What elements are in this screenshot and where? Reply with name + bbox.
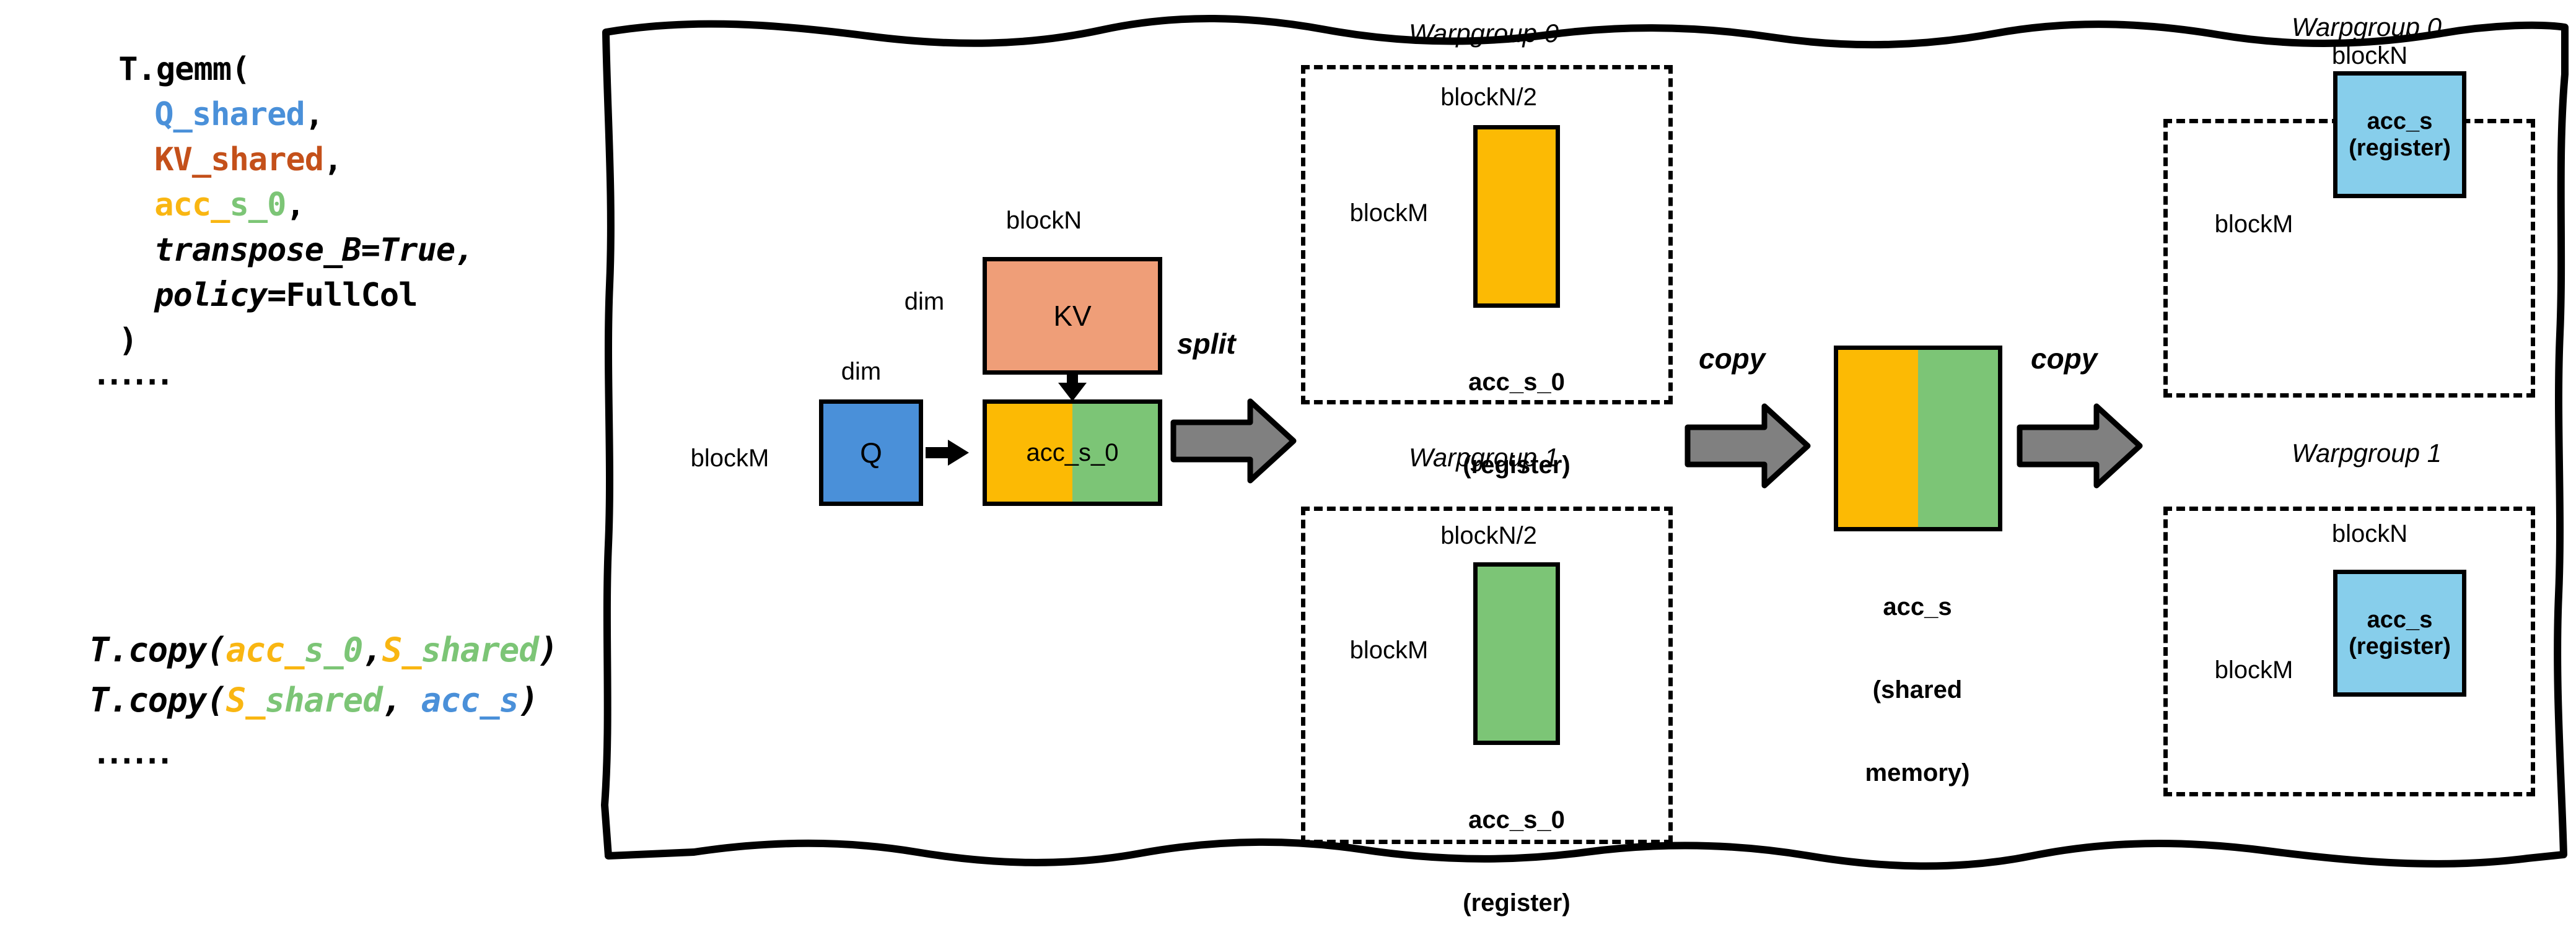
shared-memory-left-half [1838, 350, 1918, 527]
copy1-arg2-shared: shared [421, 630, 539, 669]
shared-memory-block [1834, 346, 2002, 531]
code-panel: T.gemm( Q_shared, KV_shared, acc_s_0, tr… [0, 0, 613, 884]
title-warpgroup-1-right: Warpgroup 1 [2291, 438, 2442, 468]
wg0-right-acc-s-l2: (register) [2349, 134, 2451, 161]
label-blockn-kv: blockN [1005, 207, 1082, 234]
shared-memory-right-half [1918, 350, 1998, 527]
wg0-right-acc-s-l1: acc_s [2367, 108, 2433, 134]
arrow-split [1170, 398, 1297, 484]
warpgroup-1-right-box [2163, 507, 2535, 796]
code-line-gemm-open: T.gemm( [43, 14, 250, 125]
copy2-close: ) [519, 681, 539, 720]
ellipsis-top: ...... [96, 358, 172, 391]
copy1-arg1-s0: s_0 [304, 630, 364, 669]
code-line-kv-shared: KV_shared, [79, 104, 343, 216]
label-blockm-q: blockM [690, 445, 769, 472]
acc-s-0-right-half [1072, 404, 1158, 502]
copy1-arg2-S: S_ [382, 630, 422, 669]
wg1-right-acc-s-block: acc_s (register) [2333, 570, 2466, 697]
kwarg-policy-name: policy [154, 277, 268, 314]
caption-shared-memory: acc_s (shared memory) [1815, 538, 2020, 815]
kv-block: KV [983, 257, 1162, 375]
code-line-q-shared: Q_shared, [79, 59, 324, 170]
q-block: Q [819, 399, 923, 506]
comma-1: , [304, 96, 324, 133]
copy1-comma: , [362, 630, 383, 669]
copy1-arg1-acc: acc [226, 630, 286, 669]
op-label-copy-1: copy [1699, 342, 1766, 375]
acc-s-0-left-half [987, 404, 1072, 502]
copy2-arg2-acc-s: acc_s [421, 681, 520, 720]
code-line-copy-1: T.copy(acc_s_0,S_shared) [11, 591, 558, 708]
label-blockm-wg0-right: blockM [2214, 211, 2293, 238]
comma-3: , [286, 186, 305, 224]
caption-shared-l2: (shared [1872, 676, 1963, 703]
wavy-panel-border [595, 0, 2576, 884]
code-line-transpose: transpose_B=True, [79, 194, 474, 306]
arrow-kv-to-accs0 [1058, 373, 1087, 401]
code-line-policy: policy=FullCol [79, 240, 418, 351]
copy2-arg1-S: S_ [226, 681, 266, 720]
caption-wg0-left-l2: (register) [1463, 451, 1571, 479]
arg-kv-shared: KV_shared [154, 141, 324, 178]
title-warpgroup-1-left: Warpgroup 1 [1408, 443, 1559, 472]
q-block-label: Q [860, 437, 882, 469]
comma-2: , [323, 141, 343, 178]
gemm-open-text: T.gemm( [118, 51, 250, 88]
label-blockm-wg1-right: blockM [2214, 656, 2293, 684]
wg0-left-acc-block [1473, 125, 1560, 308]
arg-acc: acc [154, 186, 211, 224]
warpgroup-1-left-box [1301, 507, 1673, 844]
label-blockm-wg0-left: blockM [1349, 199, 1429, 227]
copy1-close: ) [538, 630, 559, 669]
copy2-fn: T.copy( [89, 681, 227, 720]
title-warpgroup-0-left: Warpgroup 0 [1408, 19, 1559, 48]
arrow-q-to-accs0 [926, 440, 969, 466]
caption-wg1-left: acc_s_0 (register) [1411, 751, 1622, 945]
wg0-right-acc-s-block: acc_s (register) [2333, 71, 2466, 198]
title-warpgroup-0-right: Warpgroup 0 [2291, 12, 2442, 41]
label-blockn2-wg1-left: blockN/2 [1440, 522, 1537, 549]
copy2-comma: , [382, 681, 421, 720]
gemm-close-text: ) [118, 322, 138, 359]
caption-wg0-left-l1: acc_s_0 [1468, 368, 1565, 396]
op-label-copy-2: copy [2031, 342, 2098, 375]
wg1-left-acc-block [1473, 562, 1560, 745]
label-dim-q: dim [841, 358, 882, 385]
label-blockn-wg0-right: blockN [2331, 42, 2408, 69]
code-line-gemm-close: ) [43, 285, 138, 396]
kwarg-policy-value: =FullCol [267, 277, 418, 314]
caption-wg1-left-l1: acc_s_0 [1468, 806, 1565, 834]
wg1-right-acc-s-l2: (register) [2349, 633, 2451, 660]
acc-s-0-block: acc_s_0 [983, 399, 1162, 506]
copy1-fn: T.copy( [89, 630, 227, 669]
warpgroup-0-left-box [1301, 65, 1673, 404]
kv-block-label: KV [1053, 300, 1092, 332]
acc-s-0-block-label: acc_s_0 [1026, 438, 1119, 466]
op-label-split: split [1177, 328, 1236, 360]
label-blockn-wg1-right: blockN [2331, 520, 2408, 547]
label-blockn2-wg0-left: blockN/2 [1440, 84, 1537, 111]
arrow-copy-2 [2017, 403, 2143, 489]
label-blockm-wg1-left: blockM [1349, 637, 1429, 664]
arg-acc-us: _ [211, 186, 230, 224]
caption-wg0-left: acc_s_0 (register) [1411, 313, 1622, 507]
arrow-copy-1 [1684, 403, 1811, 489]
caption-shared-l3: memory) [1865, 759, 1970, 787]
caption-shared-l1: acc_s [1883, 593, 1952, 621]
kwarg-transpose-b: transpose_B=True, [154, 232, 474, 269]
copy2-arg1-shared: shared [265, 681, 383, 720]
wg1-right-acc-s-l1: acc_s [2367, 606, 2433, 633]
caption-wg1-left-l2: (register) [1463, 889, 1571, 917]
code-line-acc-s-0: acc_s_0, [79, 149, 305, 261]
copy1-arg1-us: _ [284, 630, 305, 669]
label-dim-kv: dim [904, 288, 945, 315]
arg-acc-s0: s_0 [229, 186, 286, 224]
ellipsis-bottom: ...... [96, 737, 172, 770]
code-line-copy-2: T.copy(S_shared, acc_s) [11, 642, 539, 759]
arg-q-shared: Q_shared [154, 96, 305, 133]
